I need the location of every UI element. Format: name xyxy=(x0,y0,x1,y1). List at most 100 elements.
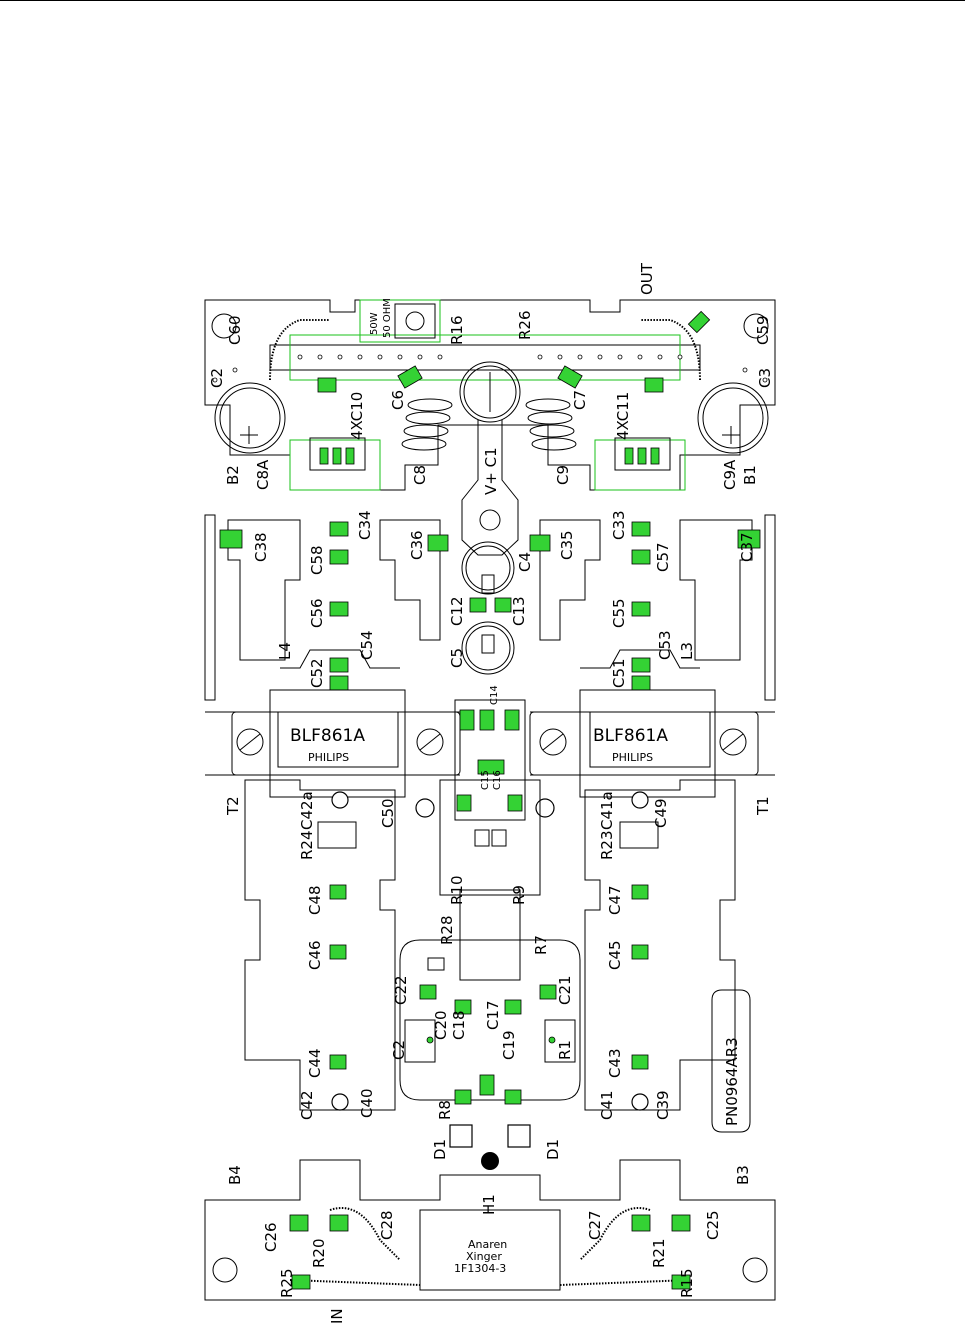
label-c38: C38 xyxy=(252,532,270,562)
label-l4: L4 xyxy=(276,642,294,660)
label-c56: C56 xyxy=(308,598,326,628)
label-c59: C59 xyxy=(754,315,772,345)
label-b3: B3 xyxy=(734,1165,752,1185)
label-c58: C58 xyxy=(308,545,326,575)
top-rule xyxy=(0,0,965,1)
label-c12: C12 xyxy=(448,596,466,626)
label-r7: R7 xyxy=(532,935,550,955)
label-c2: C2 xyxy=(208,368,226,388)
label-vplus: V+ C1 xyxy=(482,447,500,495)
transistor-right: BLF861A PHILIPS xyxy=(529,689,775,798)
label-r15: R15 xyxy=(678,1268,696,1298)
label-c7: C7 xyxy=(571,390,589,410)
label-d1-right: D1 xyxy=(544,1139,562,1160)
right-matching-section xyxy=(529,514,776,701)
label-c43: C43 xyxy=(606,1048,624,1078)
label-c42a: C42a xyxy=(298,791,316,830)
label-c9a: C9A xyxy=(721,459,739,490)
label-b1: B1 xyxy=(741,465,759,485)
part-number: PN0964AR3 xyxy=(723,1037,741,1126)
resistor-block-label-2: 50 OHM xyxy=(382,298,393,338)
coupler-line-2: Xinger xyxy=(466,1250,502,1263)
coil-right xyxy=(525,398,577,451)
label-b2: B2 xyxy=(224,465,242,485)
label-t2: T2 xyxy=(224,796,242,816)
label-c37: C37 xyxy=(738,532,756,562)
label-c48: C48 xyxy=(306,885,324,915)
output-board-section: 50W 50 OHM xyxy=(204,298,776,556)
label-4xc10: 4XC10 xyxy=(348,392,366,440)
label-c21: C21 xyxy=(556,975,574,1005)
label-r28: R28 xyxy=(438,915,456,945)
label-b4: B4 xyxy=(226,1165,244,1185)
label-r10: R10 xyxy=(448,875,466,905)
coupler-line-3: 1F1304-3 xyxy=(454,1262,506,1275)
chip-left-brand: PHILIPS xyxy=(308,751,349,764)
label-c47: C47 xyxy=(606,885,624,915)
label-c53: C53 xyxy=(656,630,674,660)
part-number-badge: PN0964AR3 xyxy=(711,989,751,1133)
label-c44: C44 xyxy=(306,1048,324,1078)
chip-left-name: BLF861A xyxy=(290,726,365,746)
label-c3: C3 xyxy=(756,368,774,388)
label-c54: C54 xyxy=(358,630,376,660)
label-l3: L3 xyxy=(678,642,696,660)
resistor-block-label-1: 50W xyxy=(369,312,380,335)
label-r23: R23 xyxy=(598,830,616,860)
label-r26: R26 xyxy=(516,310,534,340)
chip-right-name: BLF861A xyxy=(593,726,668,746)
label-c60: C60 xyxy=(226,315,244,345)
gate-network xyxy=(399,779,581,1170)
label-r16: R16 xyxy=(448,315,466,345)
label-4xc11: 4XC11 xyxy=(614,392,632,440)
label-c46: C46 xyxy=(306,940,324,970)
label-out: OUT xyxy=(638,262,656,295)
left-drain-section xyxy=(244,779,435,1111)
label-c14: C14 xyxy=(489,685,500,705)
label-c51: C51 xyxy=(610,658,628,688)
label-r21: R21 xyxy=(650,1238,668,1268)
label-r24: R24 xyxy=(298,830,316,860)
label-c13: C13 xyxy=(510,596,528,626)
label-c27: C27 xyxy=(586,1210,604,1240)
label-c33: C33 xyxy=(610,510,628,540)
label-r9: R9 xyxy=(510,885,528,905)
label-r8: R8 xyxy=(436,1100,454,1120)
label-c55: C55 xyxy=(610,598,628,628)
label-c35: C35 xyxy=(558,530,576,560)
label-h1: H1 xyxy=(480,1194,498,1215)
label-c28: C28 xyxy=(378,1210,396,1240)
label-r20: R20 xyxy=(310,1238,328,1268)
label-c20: C20 xyxy=(432,1010,450,1040)
label-c8a: C8A xyxy=(254,459,272,490)
label-c25: C25 xyxy=(704,1210,722,1240)
label-c9: C9 xyxy=(554,465,572,485)
right-drain-section xyxy=(535,779,736,1111)
label-d1-left: D1 xyxy=(431,1139,449,1160)
label-c18: C18 xyxy=(450,1010,468,1040)
label-c26: C26 xyxy=(262,1222,280,1252)
label-c2-lower: C2 xyxy=(390,1040,408,1060)
input-board-section: Anaren Xinger 1F1304-3 xyxy=(204,1159,776,1301)
label-c49: C49 xyxy=(652,798,670,828)
coil-left xyxy=(401,398,453,451)
left-matching-section xyxy=(204,514,449,701)
chip-right-brand: PHILIPS xyxy=(612,751,653,764)
label-c8: C8 xyxy=(411,465,429,485)
label-c19: C19 xyxy=(500,1030,518,1060)
label-t1: T1 xyxy=(754,796,772,816)
label-c5: C5 xyxy=(448,648,466,668)
label-c1-lower: R1 xyxy=(556,1040,574,1060)
label-in: IN xyxy=(328,1308,346,1324)
transistor-left: BLF861A PHILIPS xyxy=(205,689,461,798)
label-c36: C36 xyxy=(408,530,426,560)
label-c4: C4 xyxy=(516,552,534,572)
label-c57: C57 xyxy=(654,542,672,572)
label-c39: C39 xyxy=(654,1090,672,1120)
via-row-top xyxy=(212,354,768,383)
label-c17: C17 xyxy=(484,1000,502,1030)
label-r25: R25 xyxy=(278,1268,296,1298)
label-c34: C34 xyxy=(356,510,374,540)
label-c41a: C41a xyxy=(598,791,616,830)
label-c41: C41 xyxy=(598,1090,616,1120)
